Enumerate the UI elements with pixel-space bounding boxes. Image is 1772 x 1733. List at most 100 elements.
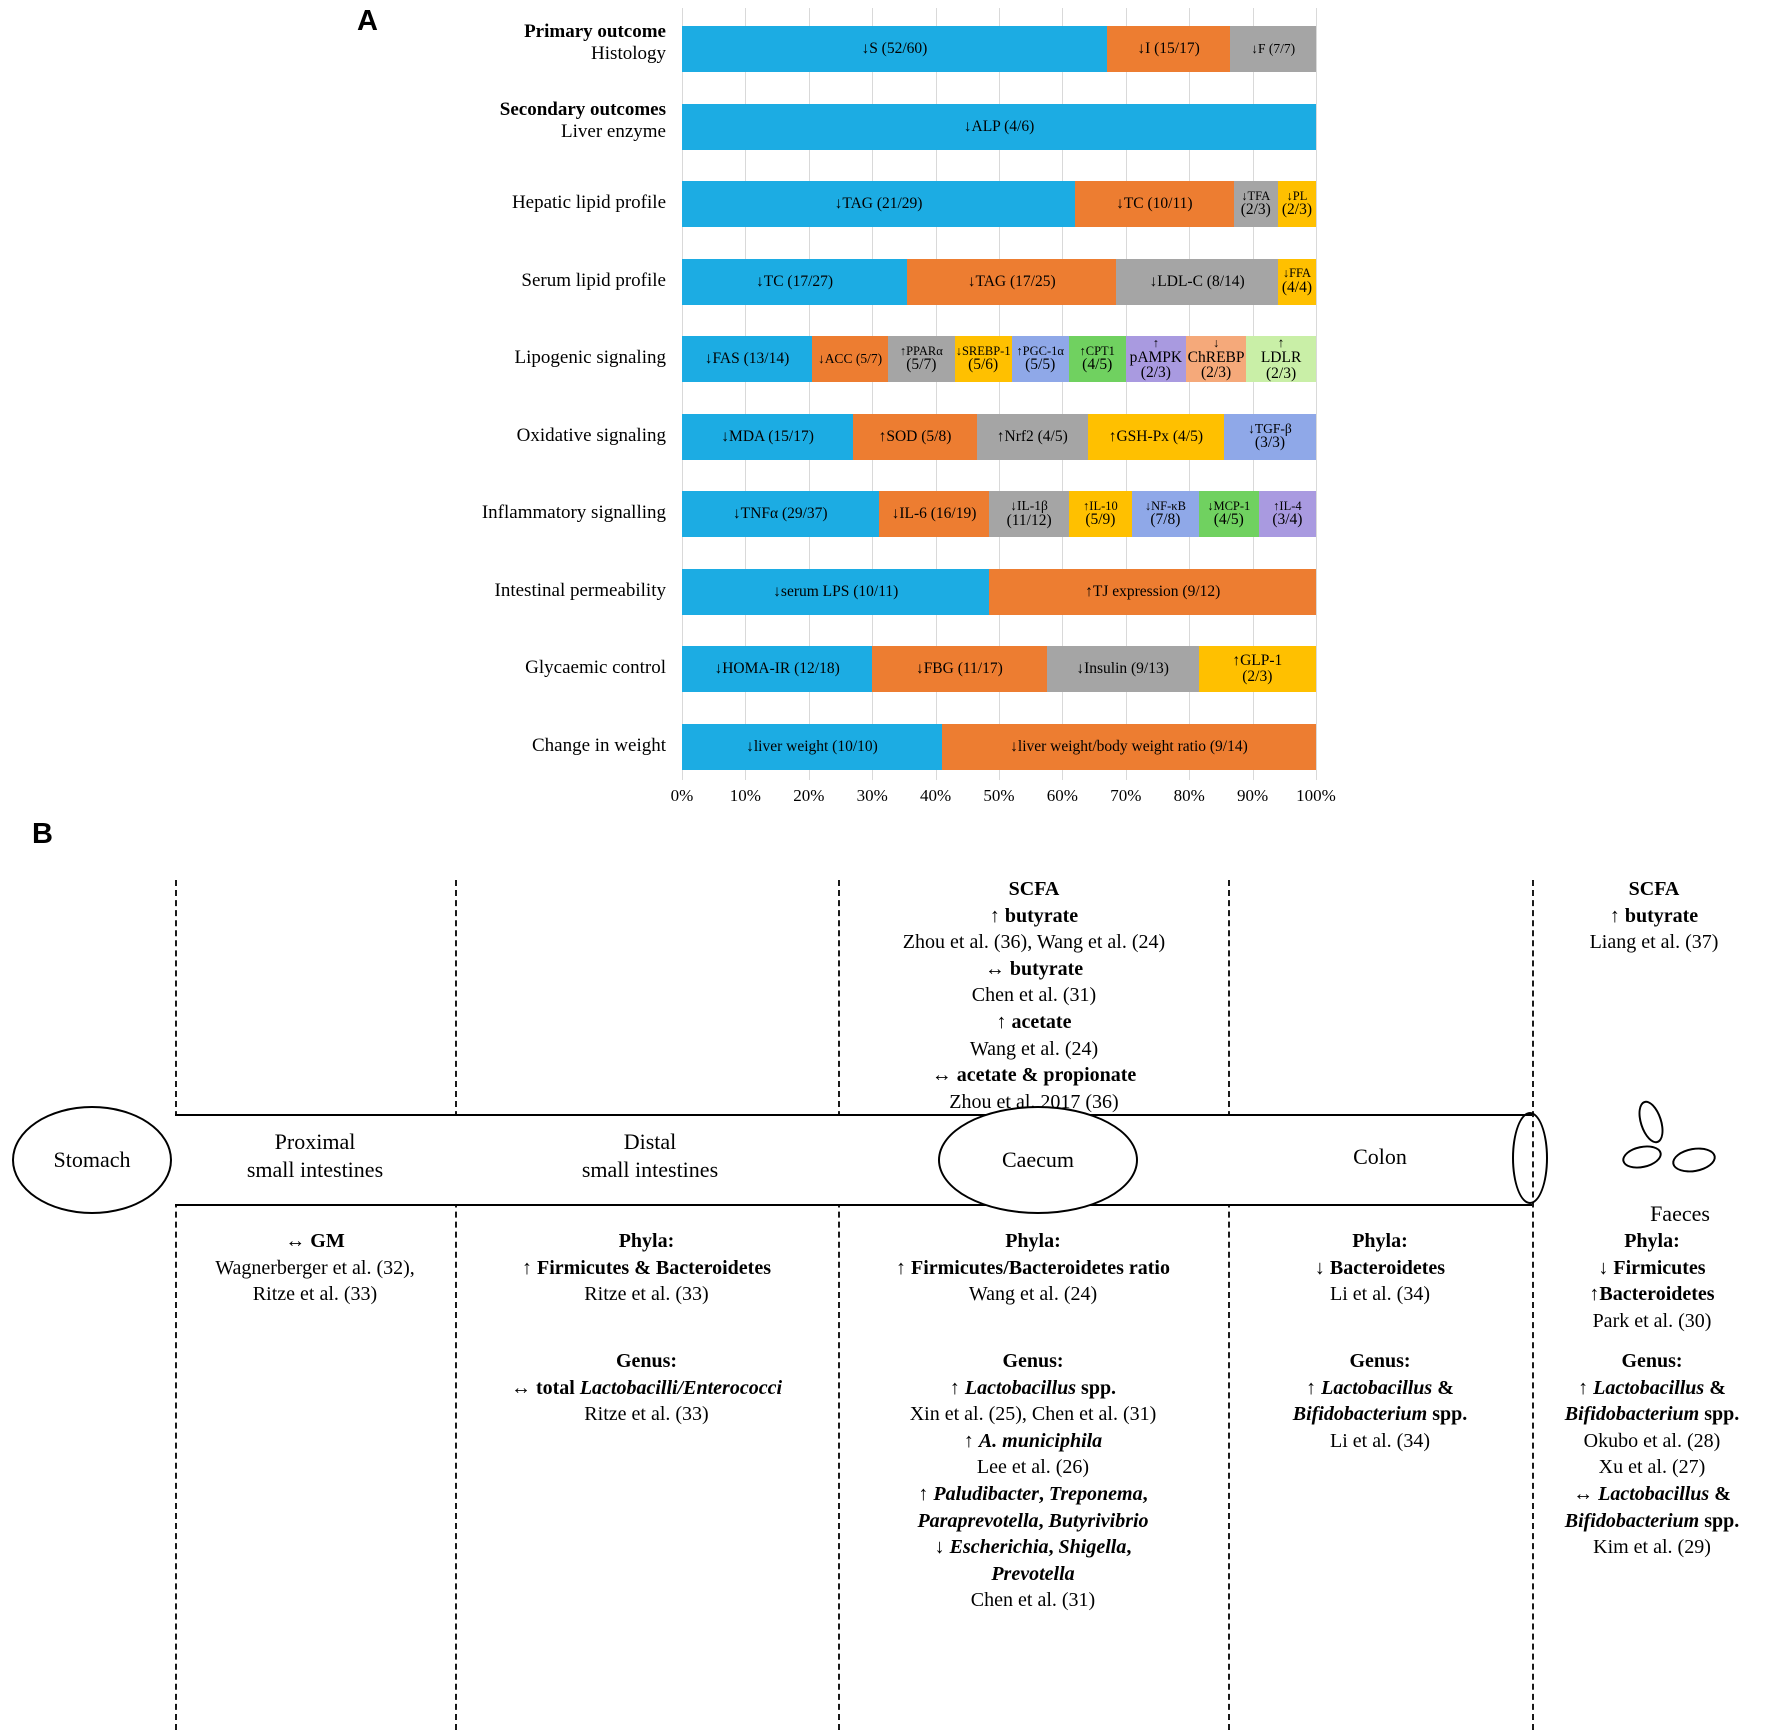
bar-segment: ↓IL-6 (16/19) <box>878 491 990 537</box>
bar-segment-label: ↓ALP (4/6) <box>963 117 1035 135</box>
bar-segment-sublabel: (7/8) <box>1150 511 1181 529</box>
taxon-name: Butyrivibrio <box>1048 1509 1149 1532</box>
bar-segment-sublabel: (5/7) <box>906 356 937 374</box>
text-line: ↔ total Lactobacilli/Enterococci <box>455 1375 838 1402</box>
bar-segment: ↓SREBP-1(5/6) <box>954 336 1012 382</box>
text-line: ↑ butyrate <box>1536 903 1772 930</box>
bar-segment: ↓HOMA-IR (12/18) <box>682 646 873 692</box>
text-fragment: spp. <box>1076 1376 1117 1399</box>
bar-segment-label: ↓MCP-1 <box>1207 498 1251 513</box>
bar-segment-sublabel: (11/12) <box>1006 511 1052 529</box>
bar-row: ↓TAG (21/29)↓TC (10/11)↓TFA(2/3)↓PL(2/3) <box>682 181 1316 227</box>
taxon-name: Paraprevotella <box>917 1509 1039 1532</box>
bar-segment: ↓FBG (11/17) <box>872 646 1047 692</box>
region-faeces: Faeces <box>1650 1201 1710 1226</box>
text-fragment: ↔ acetate & propionate <box>931 1064 1137 1087</box>
text-line: Phyla: <box>1532 1228 1772 1255</box>
bar-segment: ↓MDA (15/17) <box>682 413 854 460</box>
bar-row: ↓FAS (13/14)↓ACC (5/7)↑PPARα(5/7)↓SREBP-… <box>682 336 1316 382</box>
bar-segment-label: ↑SOD (5/8) <box>878 427 952 445</box>
text-line: ↑ Lactobacillus & <box>1228 1375 1532 1402</box>
bar-segment-label: ↓TC (10/11) <box>1116 195 1193 213</box>
bar-row: ↓TNFα (29/37) ↓IL-6 (16/19)↓IL-1β(11/12) ↑… <box>682 491 1316 537</box>
text-fragment: Phyla: <box>1624 1230 1680 1252</box>
bar-segment: ↓ChREBP(2/3) <box>1185 336 1247 382</box>
panel-b-diagram: B Stomach Caecum Proximal small intestin… <box>0 818 1772 1733</box>
bar-segment-label: ↓TFA <box>1241 188 1271 203</box>
bar-segment-label: ↑ <box>1152 336 1159 350</box>
bar-segment: ↓LDL-C (8/14) <box>1116 258 1278 305</box>
x-axis-tick: 40% <box>920 786 952 805</box>
chart-x-axis: 0%10%20%30%40%50%60%70%80%90%100% <box>671 786 1336 816</box>
bar-segment: ↑pAMPK(2/3) <box>1125 336 1186 382</box>
text-line: Phyla: <box>1228 1228 1532 1255</box>
text-line: Genus: <box>838 1348 1228 1375</box>
text-fragment: ↔ GM <box>285 1230 345 1252</box>
bar-segment-label: ↓Insulin (9/13) <box>1076 660 1169 678</box>
text-line: ↔ GM <box>175 1228 455 1255</box>
text-fragment: ↔ total <box>510 1376 580 1399</box>
text-line: Xin et al. (25), Chen et al. (31) <box>909 1403 1157 1426</box>
row-label: Change in weight <box>236 735 666 757</box>
gridline-20pct <box>808 8 810 780</box>
bar-row: ↓TC (17/27)↓TAG (17/25)↓LDL-C (8/14)↓FFA… <box>682 258 1316 305</box>
gridline-70pct <box>1125 8 1127 780</box>
bar-segment: ↓TAG (17/25) <box>907 258 1117 305</box>
bar-segment-label: ↓MDA (15/17) <box>721 427 814 445</box>
gridline-80pct <box>1189 8 1191 780</box>
gridline-0pct <box>682 8 683 780</box>
x-axis-tick: 10% <box>729 786 761 805</box>
bar-segment: ↓IL-1β(11/12) <box>989 491 1069 537</box>
text-line: Li et al. (34) <box>1330 1283 1430 1306</box>
text-fragment: & <box>1432 1376 1454 1399</box>
text-fragment: Genus: <box>1349 1350 1411 1372</box>
x-axis-tick: 0% <box>670 786 694 805</box>
text-fragment: ↔ <box>1573 1482 1599 1505</box>
text-line: Kim et al. (29) <box>1593 1536 1711 1559</box>
bar-segment: ↓S (52/60) <box>682 26 1107 72</box>
bar-segment-label: ↓NF-κB <box>1144 498 1186 513</box>
text-line: Wang et al. (24) <box>968 1283 1098 1306</box>
text-line: ↓ Firmicutes <box>1532 1255 1772 1282</box>
bar-segment-label: ↓TAG (17/25) <box>967 272 1056 290</box>
text-line: Ritze et al. (33) <box>584 1403 709 1426</box>
text-line: Park et al. (30) <box>1592 1309 1712 1332</box>
bar-segment-label: ↓ <box>1212 336 1220 350</box>
text-fragment: spp. <box>1427 1403 1468 1426</box>
divider-caecum-colon <box>1228 880 1230 1730</box>
text-line: Genus: <box>1228 1348 1532 1375</box>
text-fragment: Phyla: <box>1005 1230 1061 1252</box>
bar-segment: ↓Insulin (9/13) <box>1046 646 1199 692</box>
row-label-text: Oxidative signaling <box>516 424 666 446</box>
text-line: Ritze et al. (33) <box>584 1283 709 1306</box>
row-label: Oxidative signaling <box>236 425 666 447</box>
bar-segment-label: ↓TNFα (29/37) <box>732 505 828 523</box>
bar-segment-label: ↑IL-4 <box>1273 498 1302 513</box>
text-fragment: ↑ <box>949 1376 965 1399</box>
divider-colon-faeces <box>1532 880 1534 1730</box>
bar-segment-sublabel: pAMPK <box>1129 348 1183 366</box>
taxon-name: Paludibacter <box>933 1482 1039 1505</box>
bar-segment-sublabel: (2/3) <box>1240 201 1271 219</box>
bar-segment-label: ↓ACC (5/7) <box>817 351 883 367</box>
taxon-name: Shigella <box>1058 1536 1127 1559</box>
bar-segment-count: (2/3) <box>1140 364 1171 382</box>
row-label-heading: Primary outcome <box>524 21 666 42</box>
text-fragment: Phyla: <box>1352 1230 1408 1252</box>
organ-caecum: Caecum <box>938 1106 1138 1214</box>
text-line: Paraprevotella, Butyrivibrio <box>838 1508 1228 1535</box>
row-label: Lipogenic signaling <box>236 347 666 369</box>
bar-segment: ↓TNFα (29/37) <box>682 491 879 537</box>
bar-row: ↓HOMA-IR (12/18)↓FBG (11/17) ↓Insulin (9/… <box>682 646 1316 692</box>
text-line: Li et al. (34) <box>1330 1429 1430 1452</box>
taxon-name: Escherichia <box>949 1536 1049 1559</box>
bar-row: ↓S (52/60)↓I (15/17)↓F (7/7) <box>682 26 1316 72</box>
text-fragment: Phyla: <box>618 1230 675 1252</box>
bar-segment-label: ↑GLP-1 <box>1232 652 1283 670</box>
bar-segment-label: ↓SREBP-1 <box>955 343 1011 358</box>
gridline-90pct <box>1252 8 1254 780</box>
row-label: Inflammatory signalling <box>236 502 666 524</box>
